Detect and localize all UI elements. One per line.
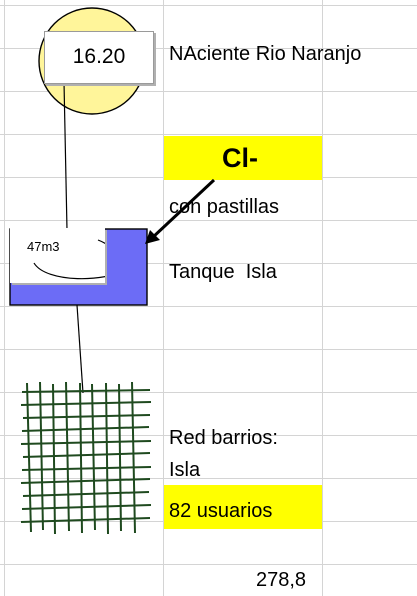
chlorine-arrow-shaft xyxy=(150,178,216,240)
connector-tank-network xyxy=(76,304,84,394)
chlorine-label: Cl- xyxy=(222,143,258,173)
tank-volume-box[interactable]: 47m3 xyxy=(10,228,105,283)
tank-water-curve xyxy=(33,239,105,280)
chlorine-note: con pastillas xyxy=(169,196,280,218)
tank-volume: 47m3 xyxy=(27,239,60,254)
users-count: 82 usuarios xyxy=(169,500,273,522)
total-cell-value: 278,8 xyxy=(256,569,307,591)
chlorine-highlight-cell xyxy=(164,136,322,180)
chlorine-arrow-head xyxy=(145,230,160,244)
users-highlight-cell xyxy=(164,485,322,529)
network-label-line1: Red barrios: xyxy=(169,427,278,449)
network-mesh xyxy=(20,381,152,535)
source-value: 16.20 xyxy=(72,45,126,68)
source-label: NAciente Rio Naranjo xyxy=(169,43,362,65)
connector-source-tank xyxy=(63,81,68,231)
tank-label: Tanque Isla xyxy=(169,261,277,283)
source-value-box[interactable]: 16.20 xyxy=(44,31,154,84)
network-label-line2: Isla xyxy=(169,459,201,481)
